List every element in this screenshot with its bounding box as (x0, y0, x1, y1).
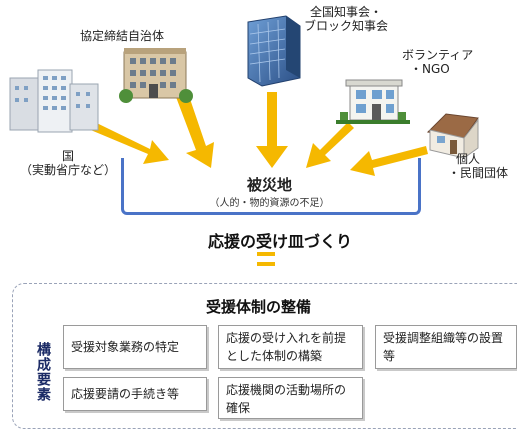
glass-tower-icon (247, 15, 301, 87)
equals-sign-icon (257, 252, 275, 268)
item-box: 受援調整組織等の設置等 (375, 325, 517, 369)
label-volunteer-line1: ボランティア (402, 48, 474, 62)
label-zenkoku-line1: 全国知事会・ (309, 5, 382, 19)
label-volunteer-line2: ・NGO (410, 62, 450, 76)
municipal-office-icon (119, 48, 193, 103)
label-zenkoku-line2: ブロック知事会 (303, 19, 388, 33)
support-system-panel (12, 283, 517, 429)
label-volunteer: ボランティア ・NGO (402, 48, 473, 76)
label-kojin-line2: ・民間団体 (448, 166, 509, 180)
components-side-label: 構成要素 (35, 342, 51, 402)
ngo-building-icon (336, 79, 410, 124)
disaster-area-subtitle: （人的・物的資源の不足） (209, 198, 330, 209)
item-box: 応援の受け入れを前提とした体制の構築 (218, 325, 363, 369)
item-box: 受援対象業務の特定 (63, 325, 207, 369)
label-zenkoku: 全国知事会・ ブロック知事会 (298, 5, 394, 33)
label-kuni-line2: （実動省庁など） (19, 163, 116, 177)
item-box: 応援要請の手続き等 (63, 377, 207, 411)
house-icon (426, 113, 479, 159)
label-kojin-line1: 個人 (456, 152, 481, 166)
label-kuni: 国 （実動省庁など） (8, 149, 128, 177)
slogan-title: 応援の受け皿づくり (207, 232, 352, 251)
arrow-from-kyotei (176, 93, 214, 168)
disaster-area-bracket (121, 158, 421, 215)
disaster-area-title: 被災地 (246, 176, 292, 194)
arrow-from-zenkoku (256, 92, 288, 168)
label-kuni-line1: 国 (61, 149, 74, 163)
arrow-from-volunteer (306, 122, 354, 168)
item-box: 応援機関の活動場所の確保 (218, 377, 363, 419)
illustration-scene (9, 15, 479, 176)
government-buildings-icon (9, 69, 99, 133)
label-kojin: 個人 ・民間団体 (448, 152, 508, 180)
label-kyotei: 協定締結自治体 (80, 29, 165, 43)
arrow-from-kojin (350, 146, 428, 176)
panel-title: 受援体制の整備 (205, 298, 311, 316)
